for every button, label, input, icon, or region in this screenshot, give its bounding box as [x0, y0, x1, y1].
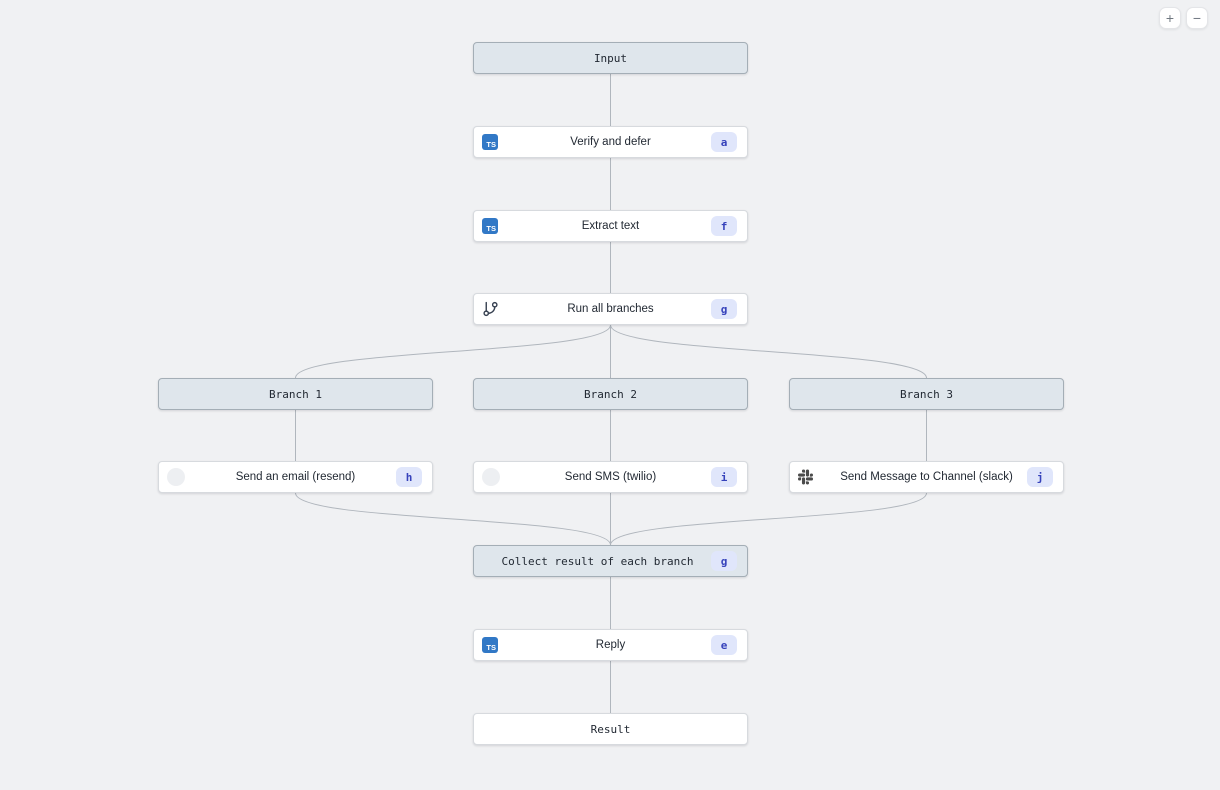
node-badge: g [711, 551, 737, 571]
node-label: Branch 2 [584, 387, 637, 401]
node-label: Branch 3 [900, 387, 953, 401]
node-badge: a [711, 132, 737, 152]
zoom-in-button[interactable]: + [1159, 7, 1181, 29]
zoom-out-button[interactable]: − [1186, 7, 1208, 29]
node-label: Send SMS (twilio) [564, 471, 657, 483]
edge-run-all-branches-to-branch-1 [295, 324, 611, 379]
placeholder-circle-icon [167, 468, 185, 486]
edge-run-all-branches-to-branch-3 [610, 324, 927, 379]
node-badge: h [396, 467, 422, 487]
node-verify-and-defer[interactable]: TS Verify and defer a [473, 126, 748, 158]
node-label: Input [593, 51, 628, 65]
node-label: Send Message to Channel (slack) [840, 471, 1013, 483]
typescript-icon: TS [482, 637, 498, 653]
node-badge: f [711, 216, 737, 236]
node-label: Branch 1 [269, 387, 322, 401]
node-collect-result[interactable]: Collect result of each branch g [473, 545, 748, 577]
placeholder-circle-icon [482, 468, 500, 486]
node-label: Result [590, 722, 631, 736]
node-badge: j [1027, 467, 1053, 487]
node-label: Run all branches [567, 303, 654, 315]
node-badge: g [711, 299, 737, 319]
edge-send-email-to-collect-result [295, 492, 611, 546]
node-label: Collect result of each branch [501, 554, 694, 568]
node-label: Send an email (resend) [235, 471, 356, 483]
node-branch-3[interactable]: Branch 3 [789, 378, 1064, 410]
node-label: Reply [595, 639, 626, 651]
git-branch-icon [482, 301, 499, 318]
node-extract-text[interactable]: TS Extract text f [473, 210, 748, 242]
slack-icon [798, 469, 813, 485]
typescript-icon: TS [482, 134, 498, 150]
node-send-email[interactable]: Send an email (resend) h [158, 461, 433, 493]
node-result[interactable]: Result [473, 713, 748, 745]
node-label: Extract text [581, 220, 640, 232]
node-send-slack[interactable]: Send Message to Channel (slack) j [789, 461, 1064, 493]
edge-send-slack-to-collect-result [610, 492, 927, 546]
node-branch-2[interactable]: Branch 2 [473, 378, 748, 410]
node-branch-1[interactable]: Branch 1 [158, 378, 433, 410]
node-badge: e [711, 635, 737, 655]
node-input[interactable]: Input [473, 42, 748, 74]
node-send-sms[interactable]: Send SMS (twilio) i [473, 461, 748, 493]
node-run-all-branches[interactable]: Run all branches g [473, 293, 748, 325]
node-reply[interactable]: TS Reply e [473, 629, 748, 661]
node-badge: i [711, 467, 737, 487]
typescript-icon: TS [482, 218, 498, 234]
node-label: Verify and defer [570, 136, 651, 148]
